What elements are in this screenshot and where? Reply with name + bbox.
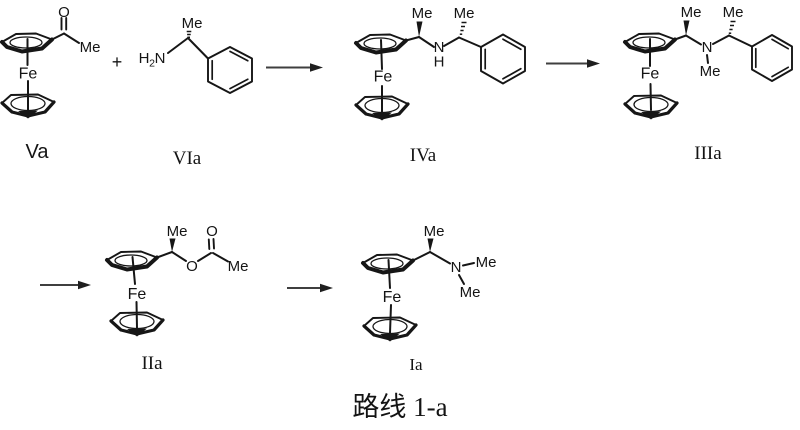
structure-iva: Fe Me N H Me IVa (354, 5, 526, 166)
atom-label-me: Me (182, 15, 203, 32)
atom-label-me: Me (80, 39, 101, 56)
structure-ia: Fe Me N Me Me Ia (361, 223, 497, 374)
scheme-caption: 路线 1-a (352, 392, 447, 422)
structure-iiia: Fe Me N Me Me IIIa (623, 4, 793, 164)
atom-label-carbonyl-o: O (58, 4, 70, 21)
plus-operator: + (112, 52, 123, 72)
atom-label-n-me: Me (700, 63, 721, 80)
atom-label-me1: Me (167, 223, 188, 240)
atom-label-n: N (434, 39, 445, 56)
compound-label-iva: IVa (410, 145, 437, 166)
atom-label-o-carbonyl: O (206, 223, 218, 240)
atom-label-n: N (155, 50, 166, 67)
atom-label-me2: Me (476, 254, 497, 271)
reaction-arrow-1 (266, 63, 323, 72)
atom-label-n: N (451, 259, 462, 276)
atom-label-me2: Me (228, 258, 249, 275)
structure-via: H 2 N Me VIa (139, 15, 253, 169)
compound-label-ia: Ia (409, 355, 423, 374)
compound-label-via: VIa (173, 148, 202, 169)
atom-label-nh: H (434, 54, 445, 71)
reaction-arrow-3 (40, 280, 91, 290)
atom-label-h: H (139, 50, 150, 67)
structure-va: Fe O Me Va (0, 4, 101, 163)
reaction-arrow-4 (287, 283, 333, 293)
atom-label-me1: Me (412, 5, 433, 22)
atom-label-fe: Fe (374, 69, 393, 86)
atom-label-me1: Me (681, 4, 702, 21)
compound-label-iiia: IIIa (694, 143, 722, 164)
compound-label-iia: IIa (141, 353, 163, 374)
atom-label-me3: Me (460, 284, 481, 301)
atom-label-h-sub2: 2 (149, 58, 155, 70)
atom-label-me2: Me (723, 4, 744, 21)
atom-label-fe: Fe (383, 289, 402, 306)
atom-label-fe: Fe (19, 66, 38, 83)
atom-label-n: N (702, 39, 713, 56)
atom-label-fe: Fe (641, 66, 660, 83)
reaction-arrow-2 (546, 59, 600, 68)
atom-label-fe: Fe (128, 286, 147, 303)
atom-label-me1: Me (424, 223, 445, 240)
structure-iia: Fe Me O O Me IIa (105, 223, 249, 374)
atom-label-o-ester: O (186, 258, 198, 275)
atom-label-me2: Me (454, 5, 475, 22)
compound-label-va: Va (26, 141, 50, 163)
